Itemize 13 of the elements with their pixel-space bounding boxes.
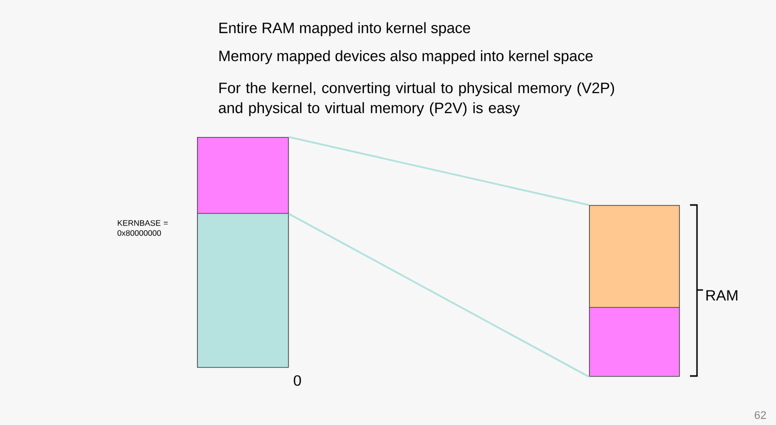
- memory-region: [197, 137, 289, 214]
- heading-text: For the kernel, converting virtual to physical memory (V2P) and physical to virtual memory (P2V) is easy: [218, 82, 614, 116]
- memory-region: [197, 212, 289, 368]
- heading-text: Memory mapped devices also mapped into kernel space: [219, 50, 593, 64]
- page-number: 62: [754, 411, 766, 419]
- heading-text: Entire RAM mapped into kernel space: [219, 22, 470, 36]
- address-label: KERNBASE = 0x80000000: [118, 220, 168, 236]
- memory-region: [589, 205, 680, 308]
- bracket-label: RAM: [706, 290, 738, 300]
- mapping-line: [288, 213, 590, 378]
- address-label: 0: [294, 375, 301, 386]
- mapping-line: [288, 136, 590, 206]
- memory-region: [589, 307, 680, 377]
